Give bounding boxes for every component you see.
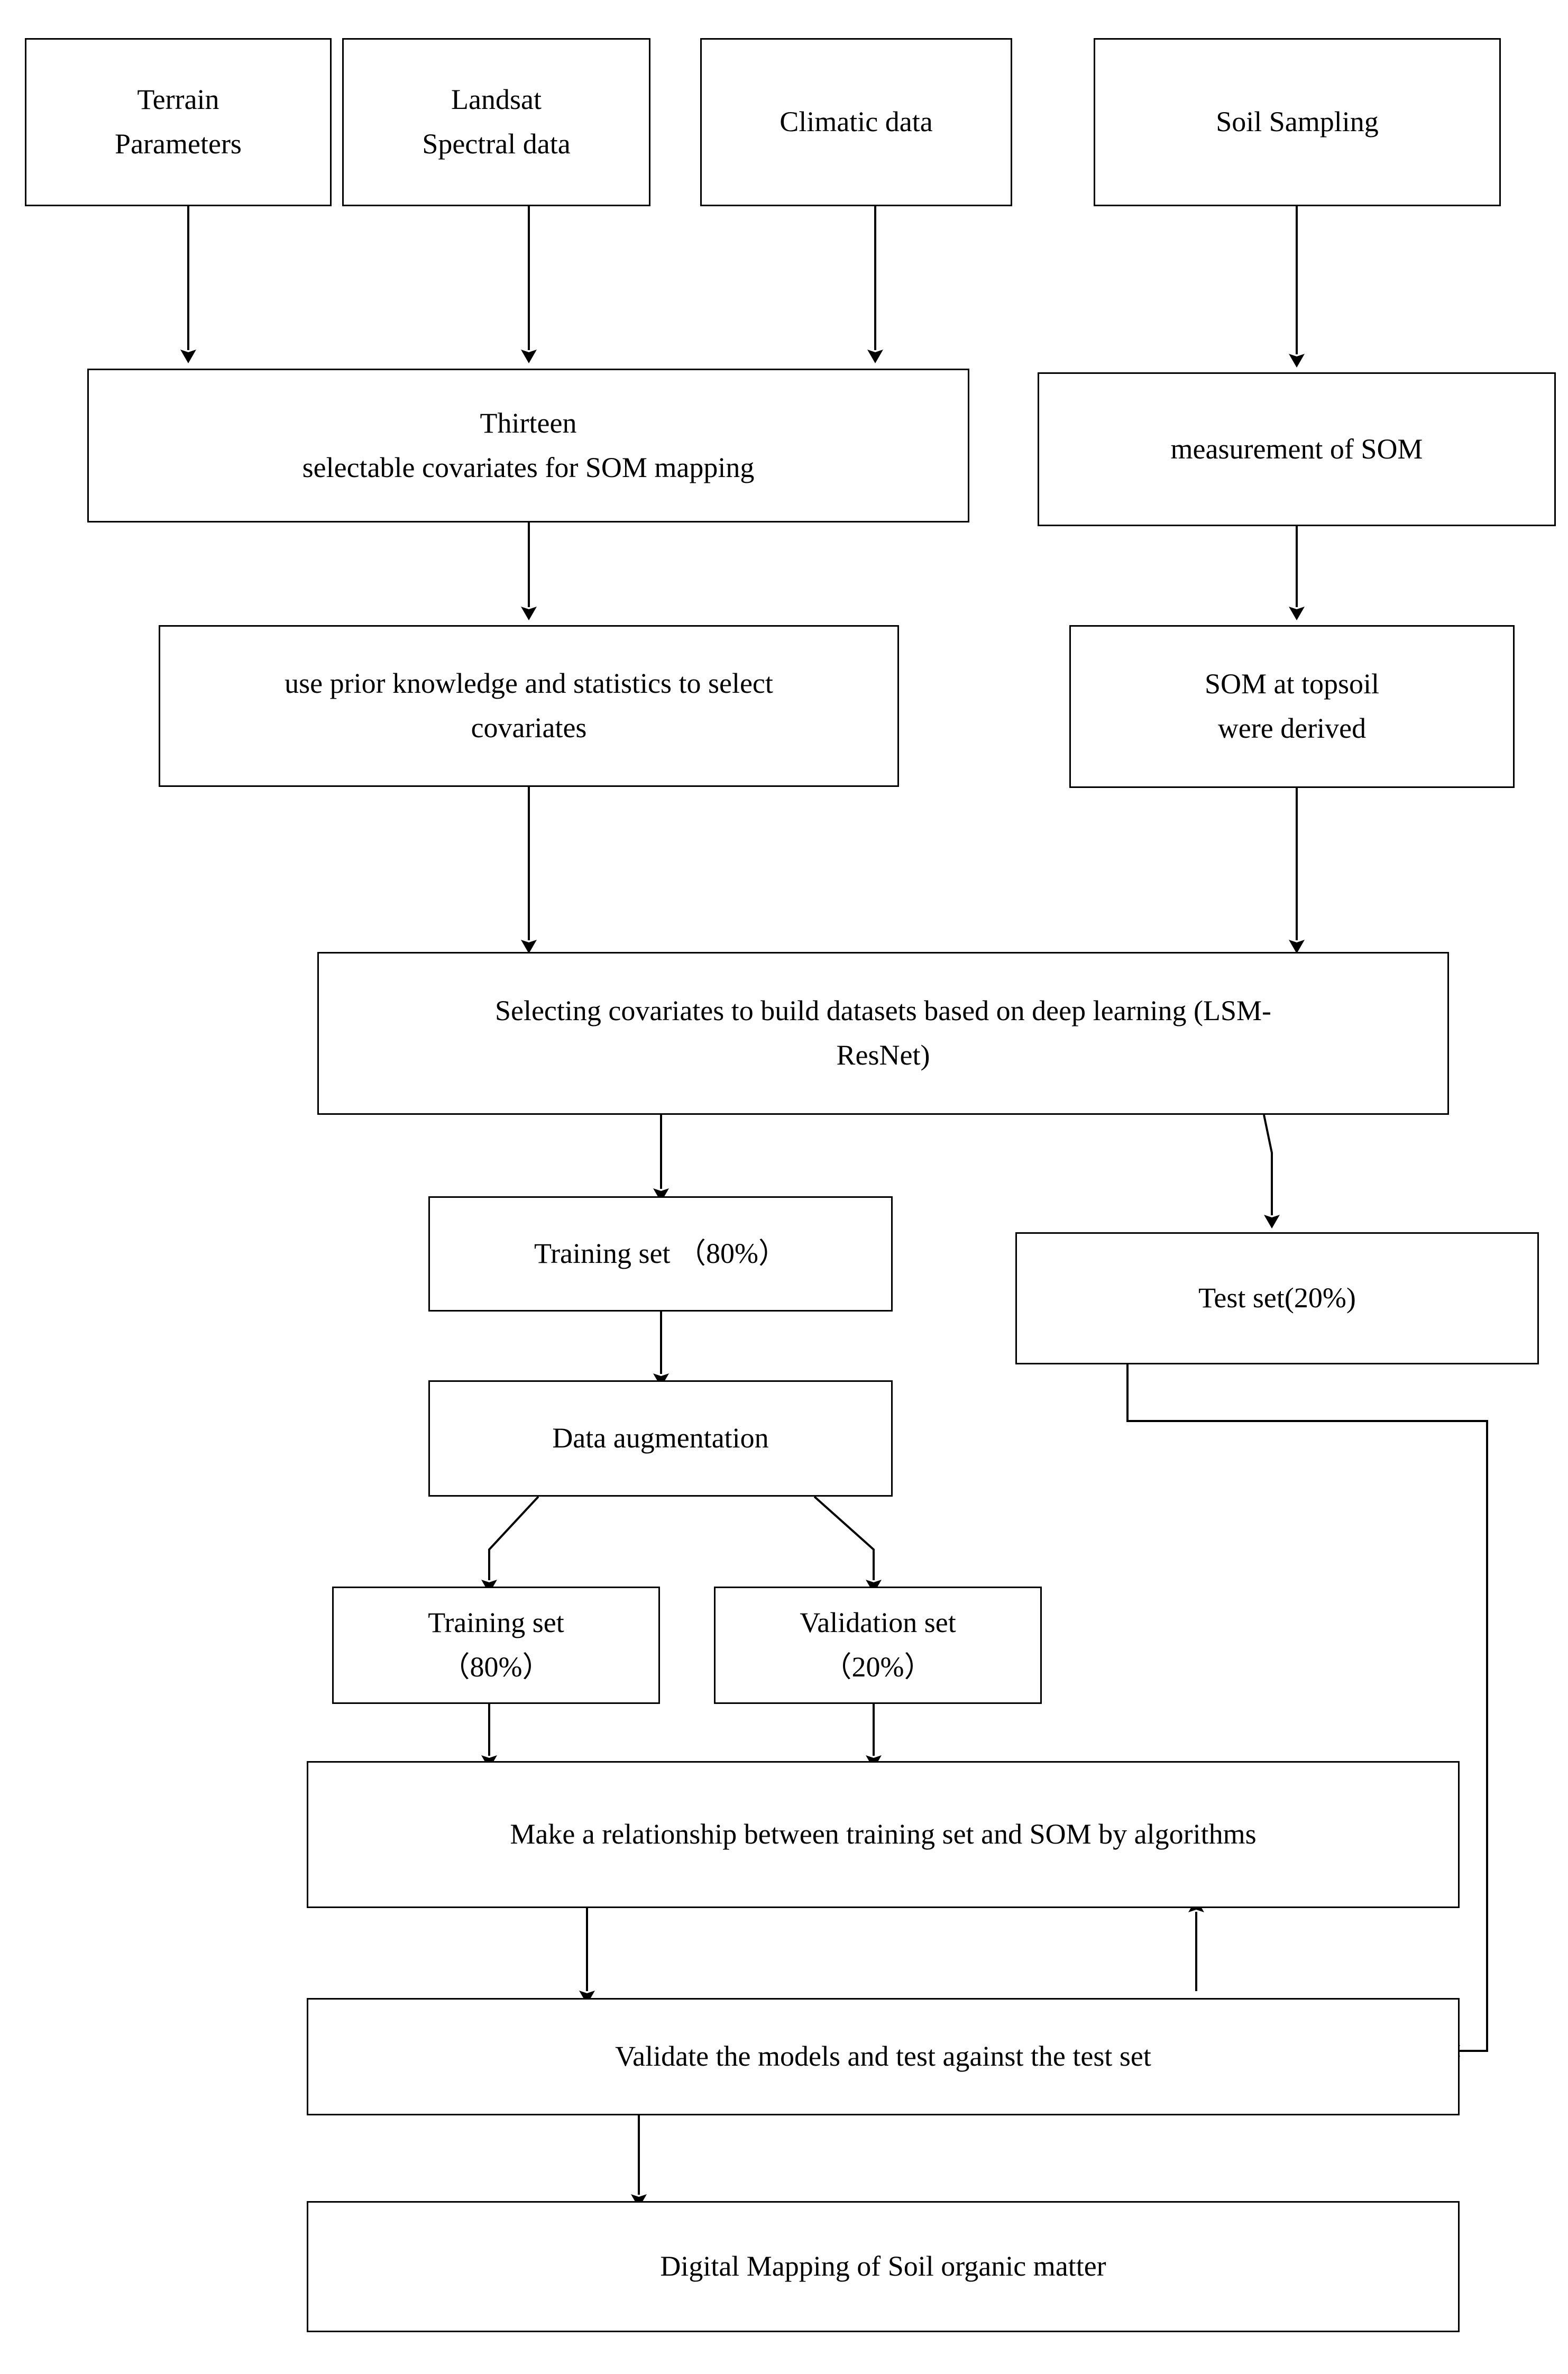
edge-testset-to-validate <box>1126 1364 1488 2057</box>
node-build-datasets-lsm-resnet[interactable]: Selecting covariates to build datasets b… <box>317 952 1449 1115</box>
node-training-set-80[interactable]: Training set （80%） <box>428 1196 893 1312</box>
node-soil-sampling[interactable]: Soil Sampling <box>1094 38 1501 206</box>
node-measurement-of-som[interactable]: measurement of SOM <box>1038 372 1556 526</box>
node-climatic-data[interactable]: Climatic data <box>700 38 1012 206</box>
node-test-set-20[interactable]: Test set(20%) <box>1015 1232 1539 1364</box>
node-validation-set-20[interactable]: Validation set （20%） <box>714 1587 1042 1704</box>
edge-build-to-testset <box>1263 1114 1280 1229</box>
node-training-set-80-split[interactable]: Training set （80%） <box>332 1587 660 1704</box>
node-make-relationship[interactable]: Make a relationship between training set… <box>307 1761 1460 1908</box>
node-data-augmentation[interactable]: Data augmentation <box>428 1380 893 1497</box>
node-select-covariates[interactable]: use prior knowledge and statistics to se… <box>159 625 899 787</box>
node-som-at-topsoil[interactable]: SOM at topsoil were derived <box>1069 625 1515 788</box>
edge-augmentation-to-validation <box>813 1496 882 1593</box>
node-landsat-spectral-data[interactable]: Landsat Spectral data <box>342 38 650 206</box>
edge-augmentation-to-trainsplit <box>481 1496 539 1593</box>
node-thirteen-covariates[interactable]: Thirteen selectable covariates for SOM m… <box>87 369 969 523</box>
node-validate-models[interactable]: Validate the models and test against the… <box>307 1998 1460 2115</box>
node-digital-mapping-som[interactable]: Digital Mapping of Soil organic matter <box>307 2201 1460 2332</box>
node-terrain-parameters[interactable]: Terrain Parameters <box>25 38 332 206</box>
